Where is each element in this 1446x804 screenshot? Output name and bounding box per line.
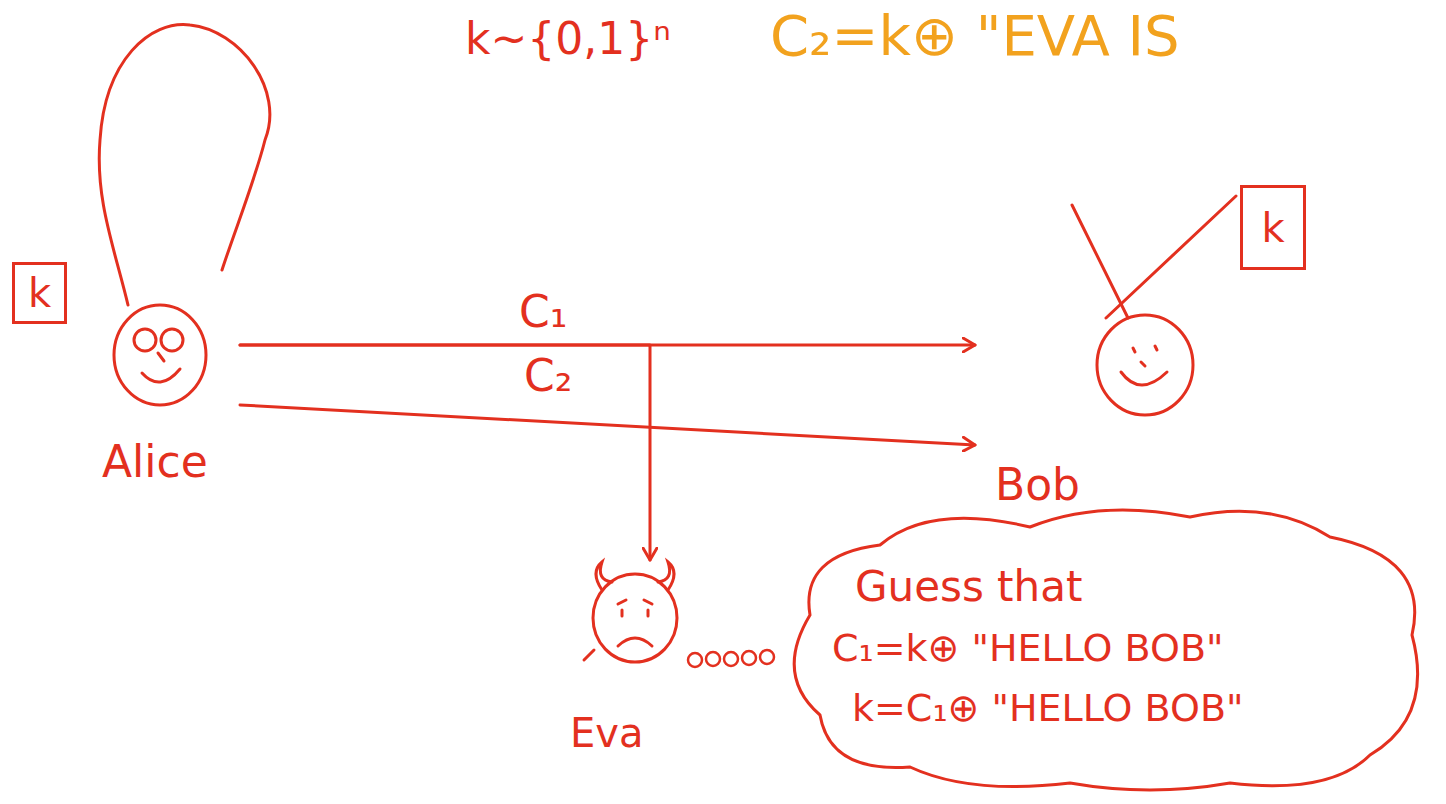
- thought-balloon: [99, 25, 270, 305]
- thought-cloud: Guess thatC₁=k⊕ "HELLO BOB" k=C₁⊕ "HELLO …: [770, 495, 1440, 800]
- nose: [158, 353, 164, 361]
- face-outline: [593, 574, 677, 662]
- frown: [618, 638, 652, 646]
- message-arrow: [240, 405, 975, 445]
- eyes: [618, 600, 652, 616]
- nose: [1141, 362, 1145, 366]
- thought-text: Guess that: [855, 563, 1082, 611]
- ciphertext-label: C₁: [515, 288, 571, 336]
- eyes: [1133, 346, 1157, 352]
- key-box: k: [12, 262, 67, 324]
- chin-line: [584, 650, 594, 660]
- ciphertext-label: C₂: [520, 352, 576, 400]
- horn: [596, 562, 612, 590]
- mouth: [1121, 372, 1167, 385]
- eye: [134, 329, 156, 351]
- person-name: Bob: [995, 460, 1080, 511]
- cloud-outline: [794, 510, 1417, 790]
- person-figure: Alice: [90, 295, 240, 495]
- face-outline: [114, 305, 206, 405]
- person-figure: Bob: [975, 300, 1205, 515]
- antenna-line: [1106, 196, 1236, 318]
- person-figure: Eva: [550, 560, 730, 760]
- person-name: Eva: [570, 710, 643, 756]
- breath-puffs: [688, 650, 774, 667]
- thought-text: C₁=k⊕ "HELLO BOB": [832, 627, 1223, 671]
- key-box: k: [1240, 185, 1306, 270]
- message-arrow: [240, 345, 650, 560]
- key-label: k: [1261, 205, 1284, 251]
- horn: [658, 562, 674, 590]
- thought-text: k=C₁⊕ "HELLO BOB": [852, 687, 1243, 731]
- person-name: Alice: [102, 437, 208, 488]
- key-note: k~{0,1}ⁿ: [465, 14, 671, 65]
- antenna-line: [1072, 205, 1128, 318]
- eye: [161, 329, 183, 351]
- face-outline: [1097, 315, 1193, 415]
- key-label: k: [28, 270, 51, 316]
- mouth: [142, 369, 180, 382]
- ciphertext-note: C₂=k⊕ "EVA IS: [770, 4, 1180, 68]
